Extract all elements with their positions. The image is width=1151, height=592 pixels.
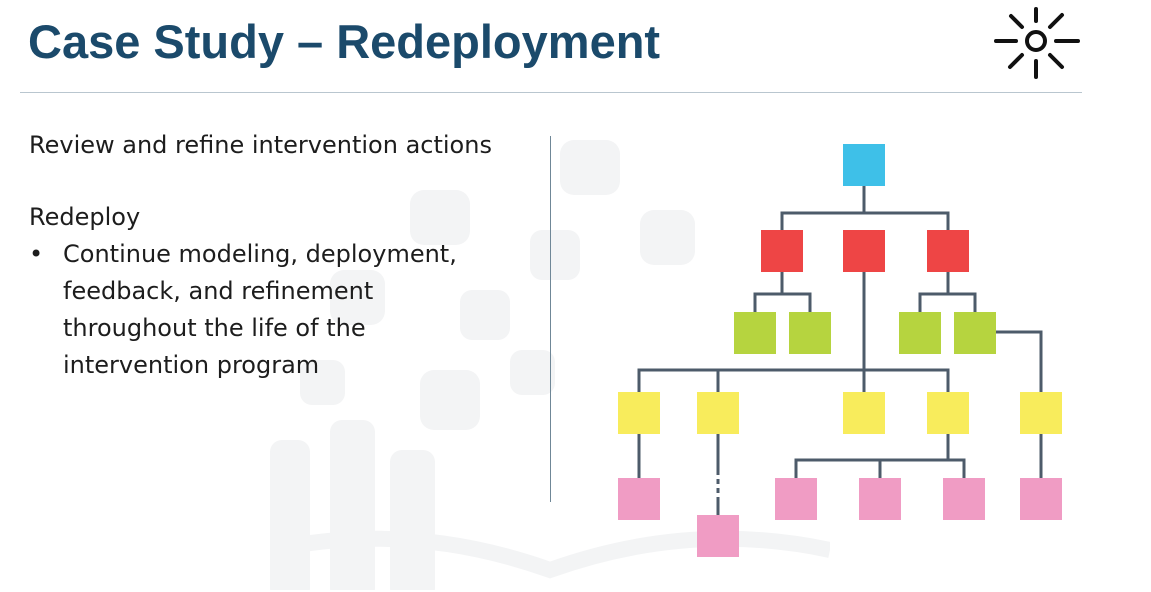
node-level1 xyxy=(761,230,803,272)
node-level1 xyxy=(843,230,885,272)
node-level3 xyxy=(927,392,969,434)
bullet-line: feedback, and refinement xyxy=(63,277,374,305)
node-level2 xyxy=(734,312,776,354)
bullet-list: • Continue modeling, deployment, feedbac… xyxy=(29,236,529,384)
bullet-marker: • xyxy=(29,240,44,268)
node-level2 xyxy=(789,312,831,354)
node-level4 xyxy=(859,478,901,520)
diagram-connectors xyxy=(637,184,1043,517)
node-level3 xyxy=(618,392,660,434)
node-level2 xyxy=(899,312,941,354)
node-level2 xyxy=(954,312,996,354)
bullet-item: • Continue modeling, deployment, feedbac… xyxy=(29,236,529,384)
node-level3 xyxy=(843,392,885,434)
node-level4 xyxy=(943,478,985,520)
text-review: Review and refine intervention actions xyxy=(29,131,492,159)
bullet-line: Continue modeling, deployment, xyxy=(63,240,457,268)
text-content: Review and refine intervention actions R… xyxy=(29,128,529,384)
bullet-line: throughout the life of the xyxy=(63,314,366,342)
text-redeploy: Redeploy xyxy=(29,203,141,231)
node-root xyxy=(843,144,885,186)
node-level4 xyxy=(1020,478,1062,520)
sun-icon xyxy=(994,7,1080,79)
node-level4 xyxy=(775,478,817,520)
column-divider xyxy=(550,136,551,502)
node-level4 xyxy=(697,515,739,557)
node-level3 xyxy=(1020,392,1062,434)
watermark-graphic xyxy=(270,140,830,590)
slide-title: Case Study – Redeployment xyxy=(28,15,661,68)
node-level4 xyxy=(618,478,660,520)
title-divider xyxy=(20,92,1082,93)
node-level1 xyxy=(927,230,969,272)
bullet-line: intervention program xyxy=(63,351,320,379)
node-level3 xyxy=(697,392,739,434)
